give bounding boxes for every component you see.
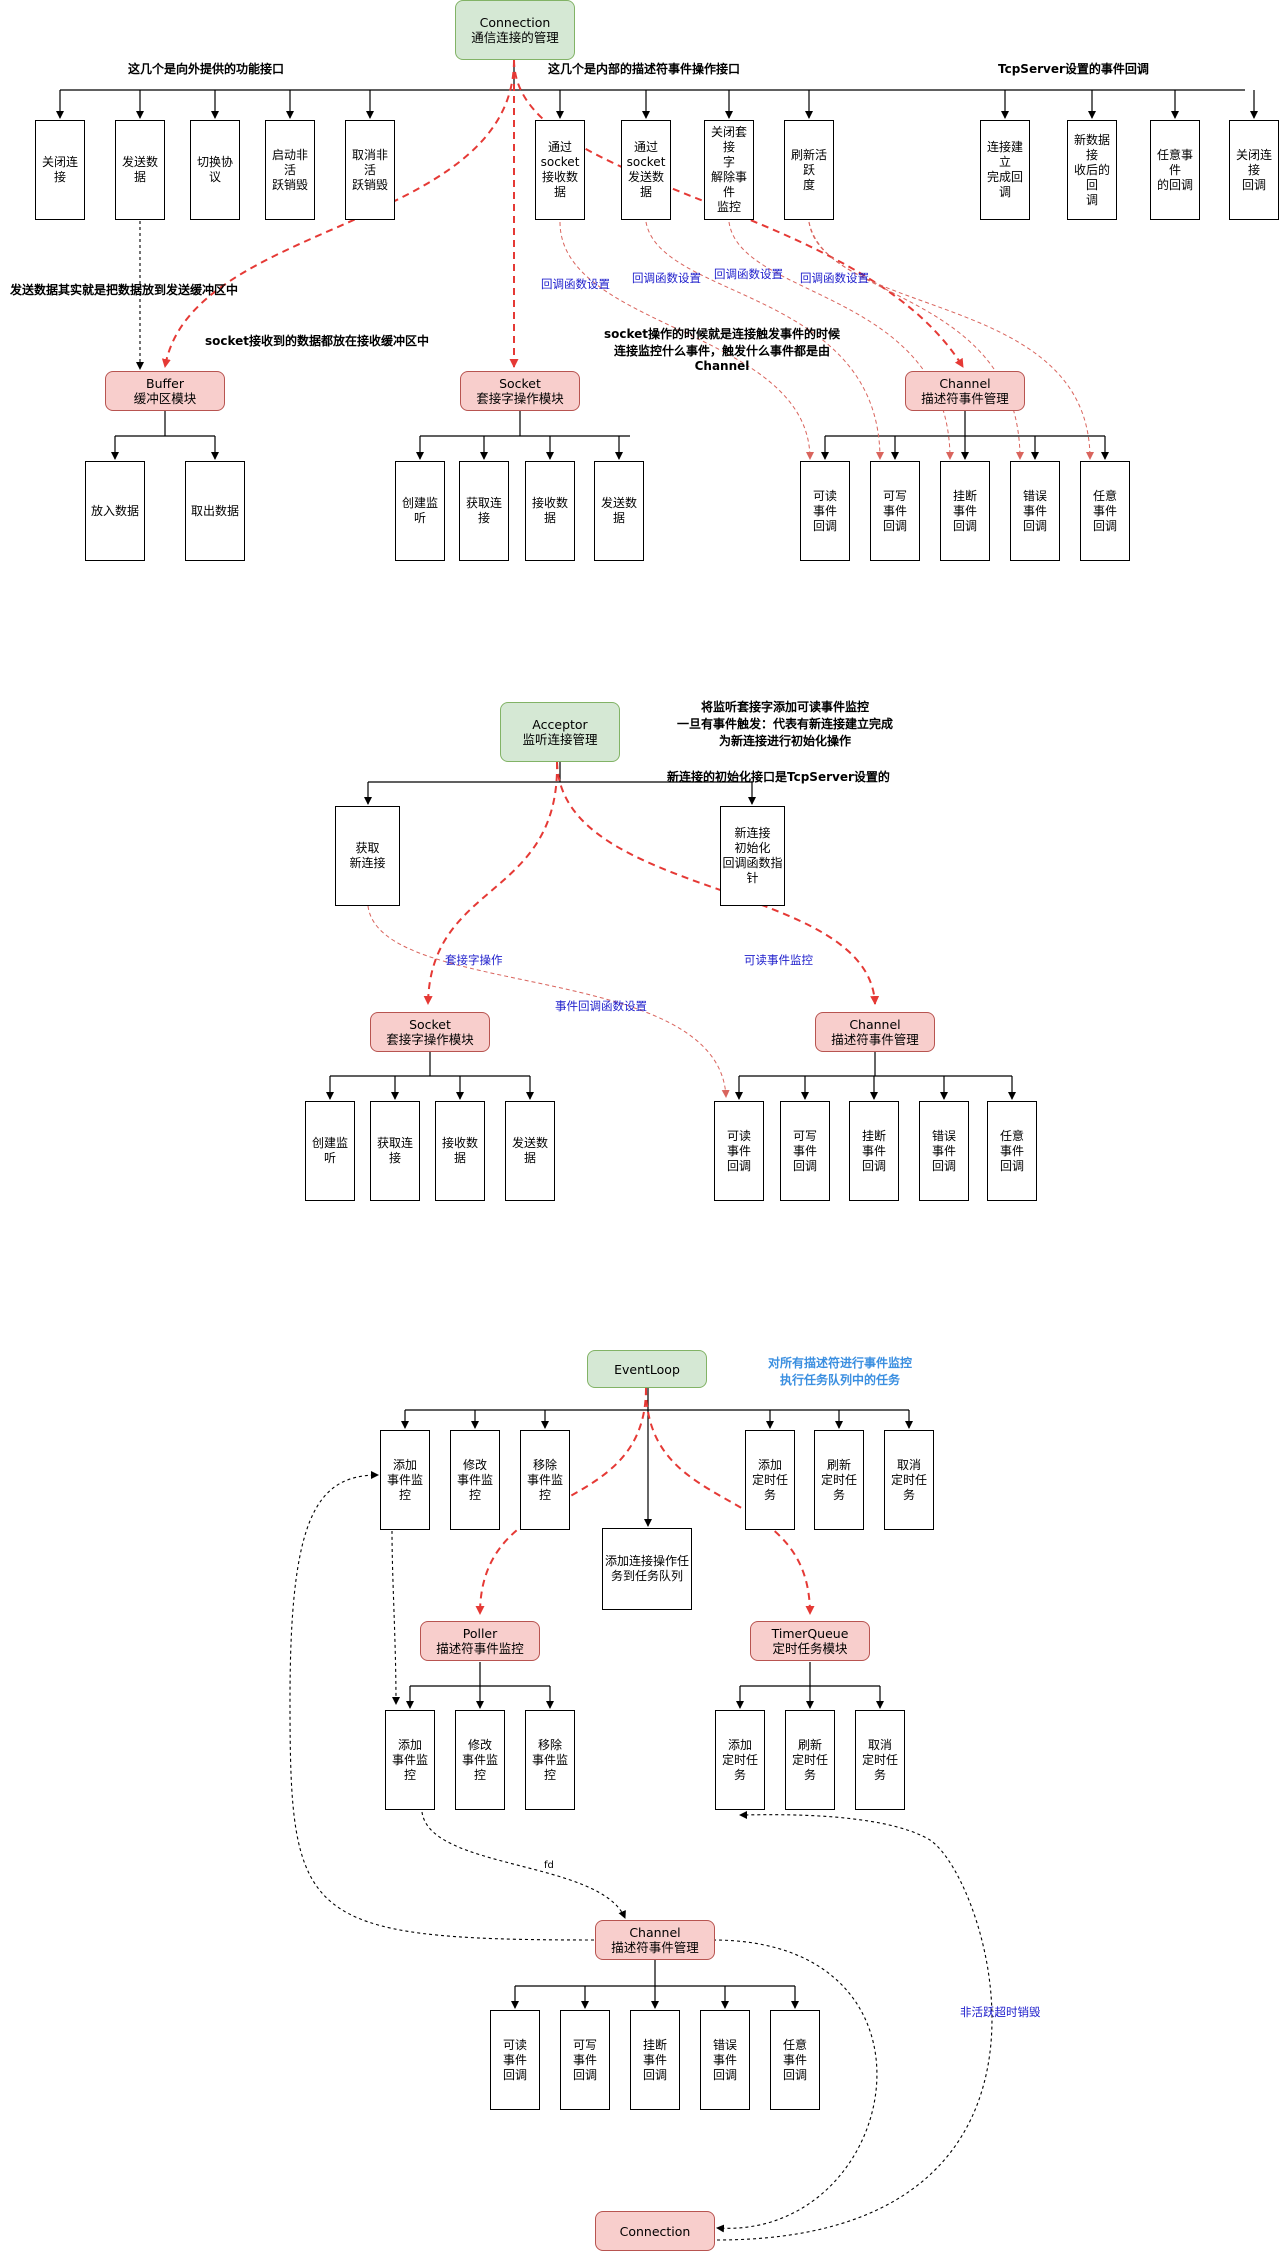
loop-cancel-timer-box: 取消 定时任务 [884,1430,934,1530]
buffer-push-box: 放入数据 [85,461,145,561]
acceptor-socket-node: Socket 套接字操作模块 [370,1012,490,1052]
loop-modify-monitor-box: 修改 事件监控 [450,1430,500,1530]
close-socket-box: 关闭套接 字 解除事件 监控 [704,120,754,220]
timer-add-box: 添加 定时任务 [715,1710,765,1810]
fd-label: fd [542,1860,556,1871]
loop-hangup-callback-box: 挂断 事件 回调 [630,2010,680,2110]
any-callback-box: 任意 事件 回调 [1080,461,1130,561]
loop-channel-node: Channel 描述符事件管理 [595,1920,715,1960]
acc-socket-recv-box: 接收数据 [435,1101,485,1201]
loop-add-monitor-box: 添加 事件监控 [380,1430,430,1530]
send-data-box: 发送数据 [115,120,165,220]
callback-setting-label-1: 回调函数设置 [541,277,610,291]
timer-cancel-box: 取消 定时任务 [855,1710,905,1810]
note-send-buffer: 发送数据其实就是把数据放到发送缓冲区中 [10,283,239,297]
readable-callback-box: 可读 事件 回调 [800,461,850,561]
socket-send-box: 通过 socket 发送数据 [621,120,671,220]
buffer-node: Buffer 缓冲区模块 [105,371,225,411]
loop-remove-monitor-box: 移除 事件监控 [520,1430,570,1530]
note-channel-events: socket操作的时候就是连接触发事件的时候 连接监控什么事件，触发什么事件都是… [603,327,841,373]
writable-callback-box: 可写 事件 回调 [870,461,920,561]
acceptor-channel-node: Channel 描述符事件管理 [815,1012,935,1052]
poller-node: Poller 描述符事件监控 [420,1621,540,1661]
timer-refresh-box: 刷新 定时任务 [785,1710,835,1810]
callback-setting-label-3: 回调函数设置 [714,267,783,281]
note-tcpserver-callbacks: TcpServer设置的事件回调 [998,62,1149,76]
socket-node: Socket 套接字操作模块 [460,371,580,411]
eventloop-node: EventLoop [587,1350,707,1388]
channel-node: Channel 描述符事件管理 [905,371,1025,411]
acc-socket-send-box: 发送数据 [505,1101,555,1201]
refresh-activity-box: 刷新活跃 度 [784,120,834,220]
note-recv-buffer: socket接收到的数据都放在接收缓冲区中 [205,334,430,348]
socket-accept-box: 获取连接 [459,461,509,561]
switch-protocol-box: 切换协议 [190,120,240,220]
loop-connection-node: Connection [595,2211,715,2251]
loop-refresh-timer-box: 刷新 定时任务 [814,1430,864,1530]
note-eventloop-duties: 对所有描述符进行事件监控 执行任务队列中的任务 [767,1356,912,1387]
acc-writable-callback-box: 可写 事件 回调 [780,1101,830,1201]
enable-inactive-release-box: 启动非活 跃销毁 [265,120,315,220]
socket-operation-label: 套接字操作 [445,953,503,967]
get-new-connection-box: 获取 新连接 [335,806,400,906]
note-init-interface: 新连接的初始化接口是TcpServer设置的 [667,770,890,784]
poller-remove-box: 移除 事件监控 [525,1710,575,1810]
task-queue-box: 添加连接操作任 务到任务队列 [602,1528,692,1610]
inactive-timeout-label: 非活跃超时销毁 [960,2005,1041,2019]
note-acceptor-readable: 将监听套接字添加可读事件监控 一旦有事件触发：代表有新连接建立完成 为新连接进行… [676,700,893,748]
cancel-inactive-release-box: 取消非活 跃销毁 [345,120,395,220]
acc-readable-callback-box: 可读 事件 回调 [714,1101,764,1201]
acc-socket-listen-box: 创建监听 [305,1101,355,1201]
acceptor-node: Acceptor 监听连接管理 [500,702,620,762]
timerqueue-node: TimerQueue 定时任务模块 [750,1621,870,1661]
loop-error-callback-box: 错误 事件 回调 [700,2010,750,2110]
loop-add-timer-box: 添加 定时任务 [745,1430,795,1530]
poller-add-box: 添加 事件监控 [385,1710,435,1810]
connection-node: Connection 通信连接的管理 [455,0,575,60]
note-internal-interfaces: 这几个是内部的描述符事件操作接口 [548,62,741,76]
readable-monitor-label: 可读事件监控 [744,953,813,967]
loop-any-callback-box: 任意 事件 回调 [770,2010,820,2110]
init-callback-pointer-box: 新连接 初始化 回调函数指 针 [720,806,785,906]
error-callback-box: 错误 事件 回调 [1010,461,1060,561]
acc-error-callback-box: 错误 事件 回调 [919,1101,969,1201]
close-connection-box: 关闭连接 [35,120,85,220]
hangup-callback-box: 挂断 事件 回调 [940,461,990,561]
socket-recv-box: 通过 socket 接收数据 [535,120,585,220]
acc-hangup-callback-box: 挂断 事件 回调 [849,1101,899,1201]
any-event-callback-box: 任意事件 的回调 [1150,120,1200,220]
acc-any-callback-box: 任意 事件 回调 [987,1101,1037,1201]
socket-listen-box: 创建监听 [395,461,445,561]
poller-modify-box: 修改 事件监控 [455,1710,505,1810]
loop-readable-callback-box: 可读 事件 回调 [490,2010,540,2110]
acc-socket-accept-box: 获取连接 [370,1101,420,1201]
closed-callback-box: 关闭连接 回调 [1229,120,1279,220]
socket-recv-item-box: 接收数据 [525,461,575,561]
callback-setting-label-2: 回调函数设置 [632,271,701,285]
message-callback-box: 新数据接 收后的回 调 [1067,120,1117,220]
note-external-interfaces: 这几个是向外提供的功能接口 [128,62,285,76]
socket-send-item-box: 发送数据 [594,461,644,561]
callback-setting-label-4: 回调函数设置 [800,271,869,285]
event-callback-setting-label: 事件回调函数设置 [555,999,647,1013]
loop-writable-callback-box: 可写 事件 回调 [560,2010,610,2110]
connected-callback-box: 连接建立 完成回调 [980,120,1030,220]
buffer-pop-box: 取出数据 [185,461,245,561]
